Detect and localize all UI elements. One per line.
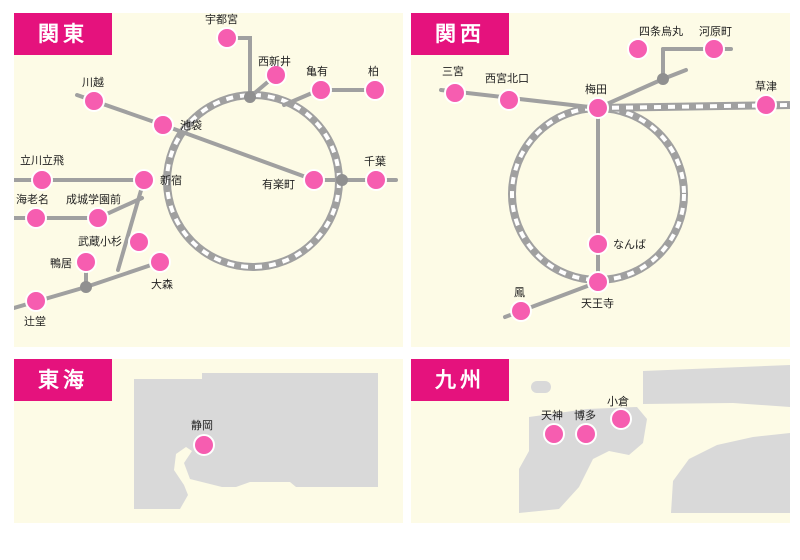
station-yurakucho[interactable]	[303, 169, 325, 191]
loop-line-dashes	[510, 106, 686, 282]
station-kashiwa[interactable]	[364, 79, 386, 101]
region-panel-tokai: 東海 静岡	[14, 359, 403, 523]
junction	[244, 91, 256, 103]
station-label: 鴨居	[50, 256, 72, 270]
region-title-kanto: 関東	[14, 13, 112, 55]
station-hakata[interactable]	[575, 423, 597, 445]
station-omori[interactable]	[149, 251, 171, 273]
station-label: 鳳	[514, 286, 525, 299]
station-label: 梅田	[585, 82, 607, 96]
line-kawagoe-yurakucho	[75, 93, 316, 182]
station-label: 大森	[151, 277, 173, 291]
station-tennoji[interactable]	[587, 271, 609, 293]
station-umeda[interactable]	[587, 97, 609, 119]
station-label: 西宮北口	[485, 71, 529, 85]
station-kawaramachi[interactable]	[703, 38, 725, 60]
station-tachikawa-tachihi[interactable]	[31, 169, 53, 191]
region-panel-kansai: 関西 四条烏丸 河原町 三宮 西宮北口 梅田 草津 なんば 天王寺	[411, 13, 790, 347]
line-kawaramachi-branch	[596, 68, 688, 110]
station-namba[interactable]	[587, 233, 609, 255]
junction	[657, 73, 669, 85]
station-kawagoe[interactable]	[83, 90, 105, 112]
station-ikebukuro[interactable]	[152, 114, 174, 136]
station-label: 三宮	[442, 64, 464, 78]
region-title-kyushu: 九州	[411, 359, 509, 401]
station-label: 柏	[368, 64, 379, 78]
station-label: 静岡	[191, 418, 213, 432]
landmass-shikoku	[671, 433, 790, 513]
station-label: 成城学園前	[66, 192, 121, 206]
station-seijogakuenmae[interactable]	[87, 207, 109, 229]
station-label: 宇都宮	[205, 13, 238, 26]
station-otori[interactable]	[510, 300, 532, 322]
station-label: 千葉	[364, 154, 386, 168]
station-tenjin[interactable]	[543, 423, 565, 445]
station-nishinomiya-kitaguchi[interactable]	[498, 89, 520, 111]
station-label: 草津	[755, 80, 777, 93]
kyushu-map: 小倉 天神 博多	[519, 365, 790, 513]
station-label: 辻堂	[24, 314, 46, 328]
station-label: 有楽町	[262, 177, 295, 191]
station-label: 小倉	[607, 394, 629, 408]
station-nishiarai[interactable]	[265, 64, 287, 86]
tokai-map: 静岡	[134, 373, 378, 509]
station-label: 亀有	[306, 64, 328, 78]
station-label: 海老名	[16, 192, 49, 206]
station-kamoi[interactable]	[75, 251, 97, 273]
kansai-route-map: 四条烏丸 河原町 三宮 西宮北口 梅田 草津 なんば 天王寺 鳳	[439, 24, 790, 322]
station-musashikosugi[interactable]	[128, 231, 150, 253]
station-shinjuku[interactable]	[133, 169, 155, 191]
station-ebina[interactable]	[25, 207, 47, 229]
station-kameari[interactable]	[310, 79, 332, 101]
station-shizuoka[interactable]	[193, 434, 215, 456]
region-panel-kyushu: 九州 小倉 天神 博多	[411, 359, 790, 523]
region-panel-kanto: 関東 宇都宮 西新	[14, 13, 403, 347]
station-kusatsu[interactable]	[755, 94, 777, 116]
station-label: 新宿	[160, 173, 182, 187]
station-label: 池袋	[180, 118, 202, 132]
region-title-kansai: 関西	[411, 13, 509, 55]
station-label: 天神	[541, 408, 563, 422]
landmass-tokai	[134, 373, 378, 509]
station-label: 川越	[82, 75, 104, 89]
station-label: 天王寺	[581, 297, 614, 310]
station-label: 四条烏丸	[639, 24, 683, 38]
junction	[80, 281, 92, 293]
station-shijo-karasuma[interactable]	[627, 38, 649, 60]
station-label: 西新井	[258, 54, 291, 68]
landmass-island	[531, 381, 551, 393]
station-label: 立川立飛	[20, 153, 64, 167]
region-title-tokai: 東海	[14, 359, 112, 401]
landmass-honshu	[643, 365, 790, 407]
station-kokura[interactable]	[610, 408, 632, 430]
junction	[336, 174, 348, 186]
kanto-route-map: 宇都宮 西新井 亀有 柏 川越 池袋 立川立飛 新宿 有楽町 千葉 海老名 成城…	[14, 13, 398, 328]
station-label: 博多	[574, 408, 596, 422]
station-sannomiya[interactable]	[444, 82, 466, 104]
station-utsunomiya[interactable]	[216, 27, 238, 49]
station-tsujido[interactable]	[25, 290, 47, 312]
station-chiba[interactable]	[365, 169, 387, 191]
line-musashikosugi	[116, 178, 146, 272]
station-label: 河原町	[699, 25, 732, 38]
station-label: 武蔵小杉	[78, 234, 122, 248]
station-label: なんば	[613, 238, 646, 251]
